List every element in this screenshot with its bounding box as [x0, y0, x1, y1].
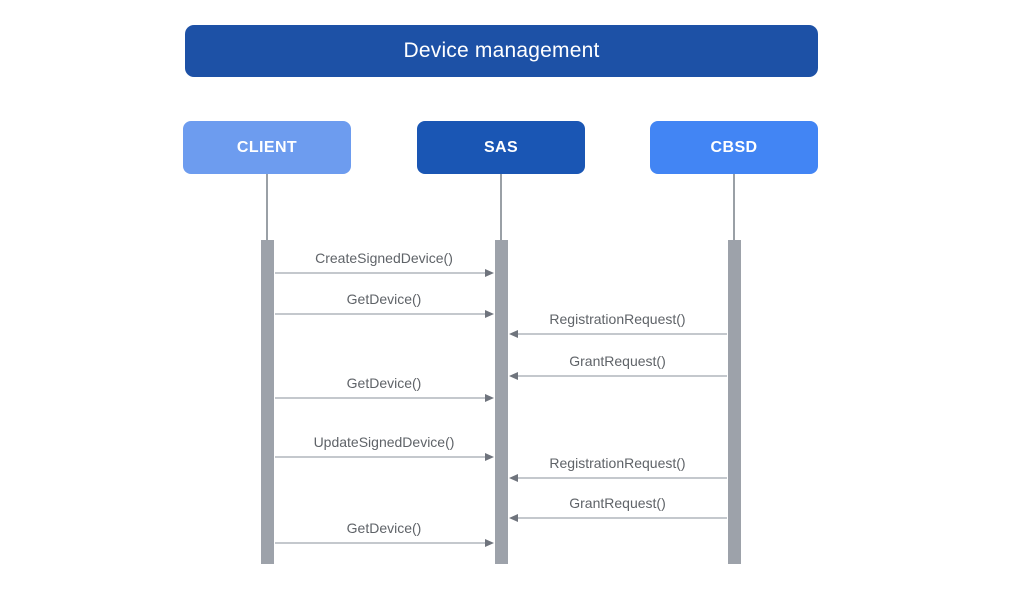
- activation-bar-client: [260, 240, 274, 564]
- message-label: GetDevice(): [346, 291, 422, 307]
- message-label: CreateSignedDevice(): [315, 250, 453, 266]
- activation-bar-cbsd: [727, 240, 741, 564]
- lifeline-sas: [500, 174, 502, 240]
- message-label: GetDevice(): [346, 375, 422, 391]
- message-line: [516, 333, 727, 335]
- actor-box-client: CLIENT: [183, 121, 351, 174]
- message-line: [516, 477, 727, 479]
- message-label: RegistrationRequest(): [549, 455, 686, 471]
- message-arrowhead: [484, 309, 494, 318]
- message-label: UpdateSignedDevice(): [313, 434, 455, 450]
- actor-box-sas: SAS: [417, 121, 585, 174]
- lifeline-client: [266, 174, 268, 240]
- message-label: RegistrationRequest(): [549, 311, 686, 327]
- message-arrowhead: [508, 513, 518, 522]
- message-line: [274, 397, 486, 399]
- message-line: [274, 542, 486, 544]
- message-line: [274, 313, 486, 315]
- message-arrowhead: [508, 473, 518, 482]
- message-line: [516, 517, 727, 519]
- lifeline-cbsd: [733, 174, 735, 240]
- message-arrowhead: [484, 452, 494, 461]
- diagram-title: Device management: [185, 25, 818, 77]
- message-label: GetDevice(): [346, 520, 422, 536]
- actor-box-cbsd: CBSD: [650, 121, 818, 174]
- message-arrowhead: [484, 268, 494, 277]
- message-arrowhead: [508, 371, 518, 380]
- activation-bar-sas: [494, 240, 508, 564]
- message-label: GrantRequest(): [569, 353, 666, 369]
- message-line: [516, 375, 727, 377]
- message-label: GrantRequest(): [569, 495, 666, 511]
- message-arrowhead: [508, 329, 518, 338]
- message-line: [274, 272, 486, 274]
- message-line: [274, 456, 486, 458]
- message-arrowhead: [484, 538, 494, 547]
- message-arrowhead: [484, 393, 494, 402]
